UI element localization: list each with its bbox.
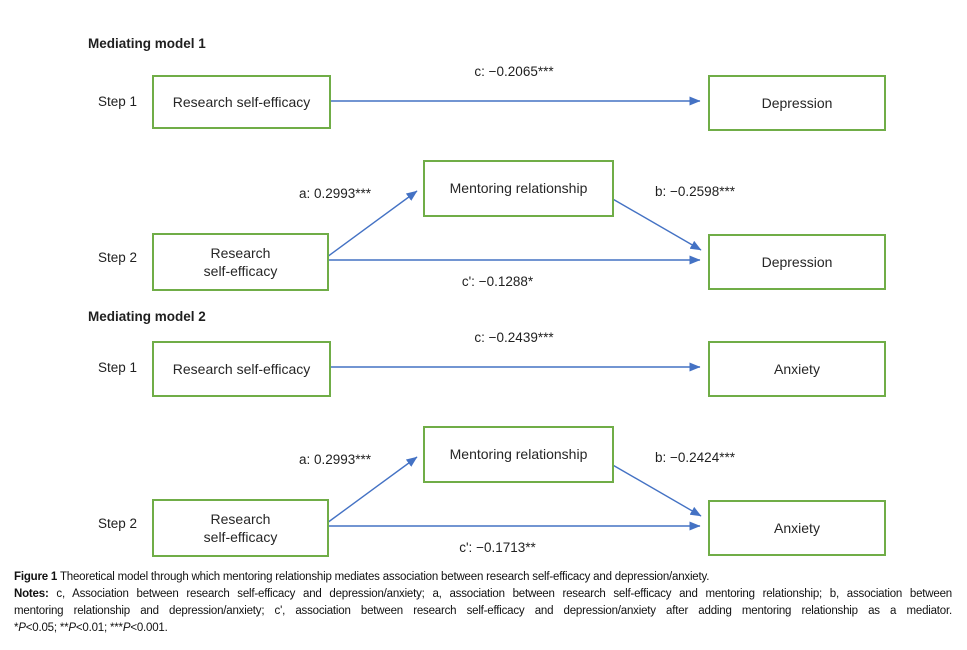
model2-path-b-label: b: −0.2424*** bbox=[655, 450, 735, 465]
figure-caption-text: Theoretical model through which mentorin… bbox=[59, 571, 710, 583]
model2-step2-predictor-text: Research self-efficacy bbox=[203, 510, 278, 545]
model1-step2-outcome-box: Depression bbox=[708, 234, 886, 290]
model1-step1-predictor-text: Research self-efficacy bbox=[172, 93, 311, 110]
notes-text-2: mentoring relationship and depression/an… bbox=[14, 605, 952, 617]
significance-line: *P<0.05; **P<0.01; ***P<0.001. bbox=[14, 620, 952, 637]
arrow-b-model2 bbox=[610, 463, 702, 517]
model2-path-c-label: c: −0.2439*** bbox=[474, 330, 554, 345]
notes-line-2: mentoring relationship and depression/an… bbox=[14, 603, 952, 620]
arrow-b-model1 bbox=[610, 197, 702, 251]
model2-step1-predictor-text: Research self-efficacy bbox=[172, 360, 311, 377]
model2-step1-label: Step 1 bbox=[98, 360, 138, 375]
model1-mediator-text: Mentoring relationship bbox=[449, 180, 588, 197]
sig-value-3: <0.001. bbox=[130, 622, 168, 634]
model1-step2-predictor-text: Research self-efficacy bbox=[203, 244, 278, 279]
model1-step2-outcome-text: Depression bbox=[761, 253, 833, 270]
sig-star-3: *** bbox=[110, 622, 123, 634]
model1-step1-outcome-box: Depression bbox=[708, 75, 886, 131]
model2-mediator-box: Mentoring relationship bbox=[423, 426, 614, 483]
model1-title: Mediating model 1 bbox=[88, 36, 206, 51]
model1-step1-outcome-text: Depression bbox=[761, 94, 833, 111]
sig-value-1: <0.05; bbox=[25, 622, 60, 634]
model1-path-b-label: b: −0.2598*** bbox=[655, 184, 735, 199]
model2-path-a-label: a: 0.2993*** bbox=[298, 452, 372, 467]
figure-caption: Figure 1 Theoretical model through which… bbox=[14, 569, 952, 637]
model2-step2-outcome-text: Anxiety bbox=[774, 519, 820, 536]
figure-caption-line: Figure 1 Theoretical model through which… bbox=[14, 569, 952, 586]
sig-value-2: <0.01; bbox=[75, 622, 110, 634]
notes-label: Notes: bbox=[14, 588, 49, 600]
notes-text-1: c, Association between research self-eff… bbox=[56, 588, 952, 600]
sig-p-2: P bbox=[68, 622, 76, 634]
model2-step2-label: Step 2 bbox=[98, 516, 138, 531]
model2-mediator-text: Mentoring relationship bbox=[449, 446, 588, 463]
model1-path-c-label: c: −0.2065*** bbox=[474, 64, 554, 79]
model1-step2-predictor-box: Research self-efficacy bbox=[152, 233, 329, 291]
model1-mediator-box: Mentoring relationship bbox=[423, 160, 614, 217]
notes-line-1: Notes: c, Association between research s… bbox=[14, 586, 952, 603]
model1-path-a-label: a: 0.2993*** bbox=[298, 186, 372, 201]
model2-step1-predictor-box: Research self-efficacy bbox=[152, 341, 331, 397]
sig-p-3: P bbox=[122, 622, 131, 634]
sig-p-1: P bbox=[18, 622, 26, 634]
model1-step1-predictor-box: Research self-efficacy bbox=[152, 75, 331, 129]
figure-label: Figure 1 bbox=[14, 571, 58, 583]
model1-step1-label: Step 1 bbox=[98, 94, 138, 109]
sig-star-1: * bbox=[14, 622, 19, 634]
model2-step2-predictor-box: Research self-efficacy bbox=[152, 499, 329, 557]
model2-title: Mediating model 2 bbox=[88, 309, 206, 324]
model2-step1-outcome-text: Anxiety bbox=[774, 360, 820, 377]
model2-step1-outcome-box: Anxiety bbox=[708, 341, 886, 397]
model1-step2-label: Step 2 bbox=[98, 250, 138, 265]
model2-step2-outcome-box: Anxiety bbox=[708, 500, 886, 556]
model1-path-c-prime-label: c': −0.1288* bbox=[461, 274, 534, 289]
model2-path-c-prime-label: c': −0.1713** bbox=[459, 540, 536, 555]
sig-star-2: ** bbox=[59, 622, 69, 634]
